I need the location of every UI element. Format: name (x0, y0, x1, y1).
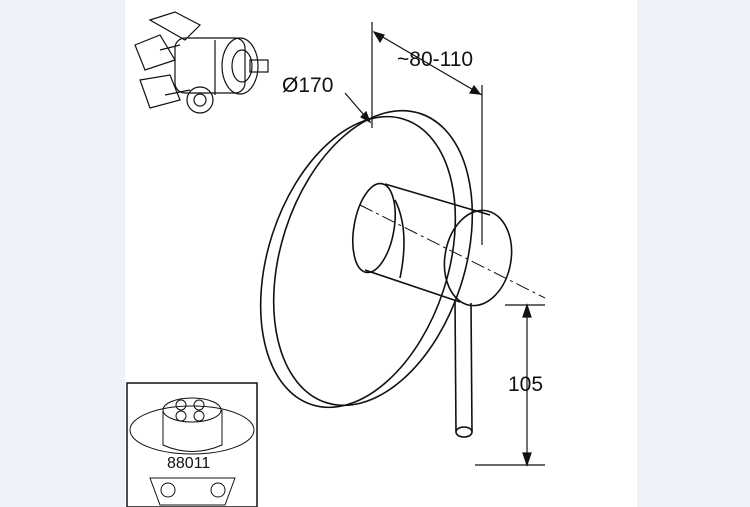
centerline (359, 204, 546, 299)
inset-part-number: 88011 (167, 455, 211, 473)
drawing-sheet (125, 0, 637, 507)
lever (454, 299, 473, 438)
valve-body-illustration (134, 11, 269, 114)
dimension-lines (344, 22, 545, 467)
inset-box (126, 382, 258, 507)
cover-plate (259, 109, 474, 409)
height-label: 105 (508, 373, 544, 396)
handle-cylinder (352, 182, 513, 307)
diameter-label: Ø170 (282, 74, 334, 97)
depth-label: ~80-110 (397, 48, 474, 71)
